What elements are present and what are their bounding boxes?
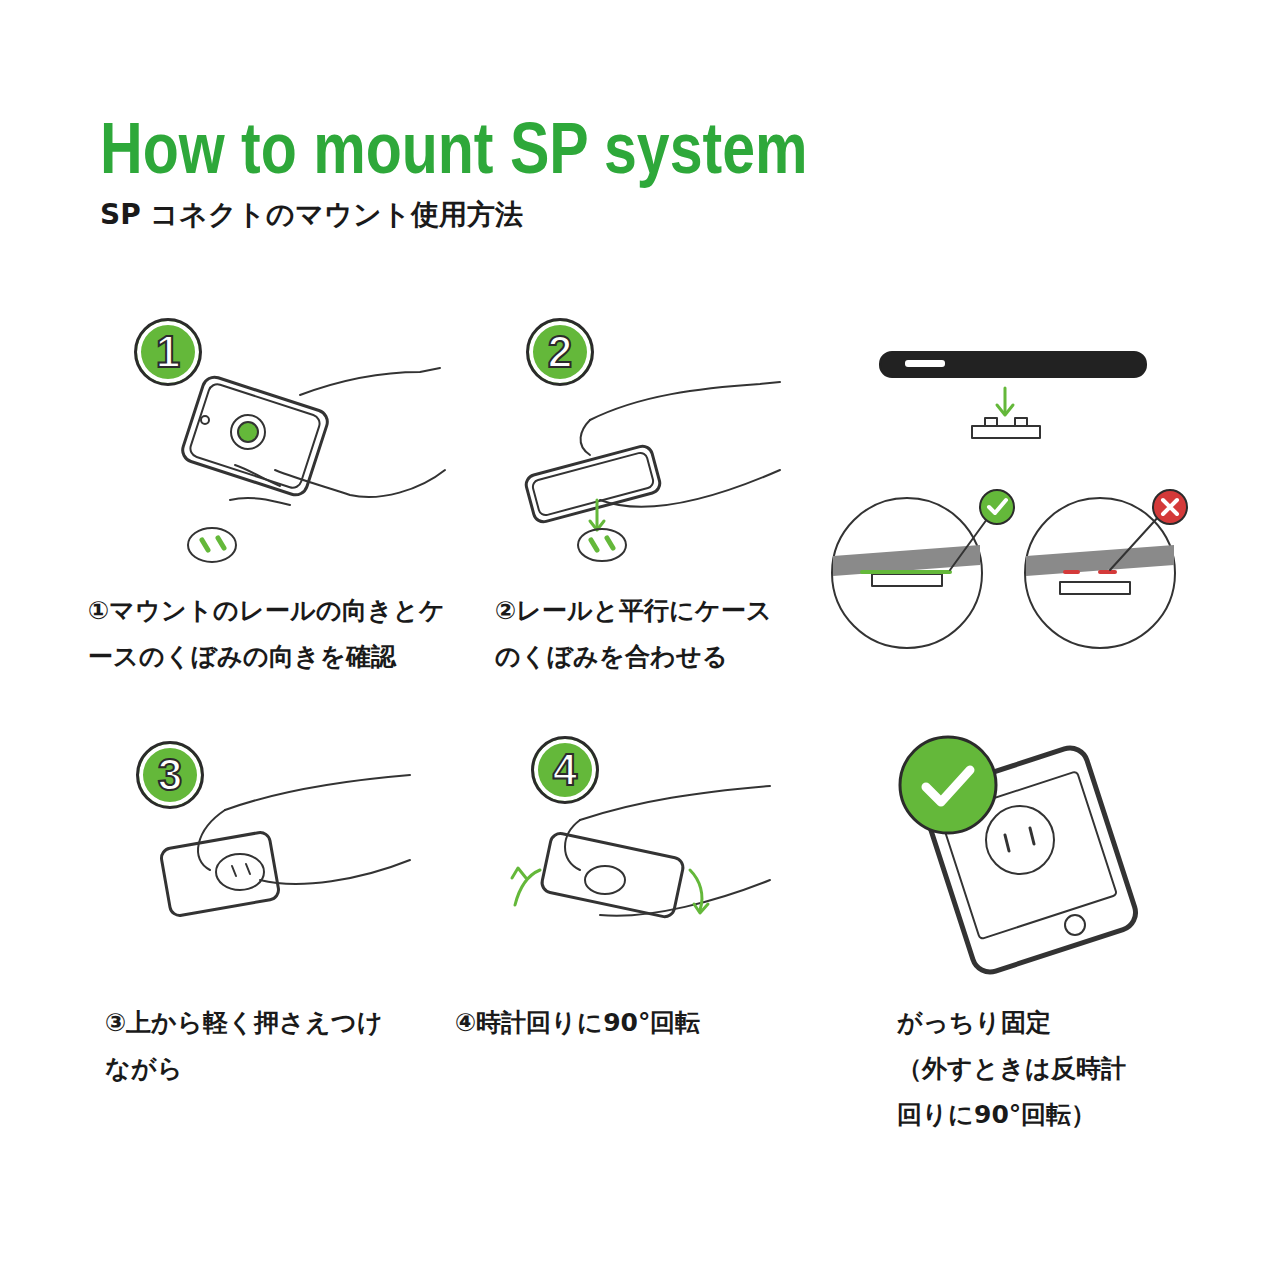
step4-figure	[512, 786, 770, 918]
step-number-circle: 4	[531, 736, 599, 804]
result-text: がっちり固定	[897, 1000, 1157, 1046]
side-view	[832, 352, 1187, 648]
step1-figure	[180, 368, 445, 562]
callout-number: 1	[156, 330, 180, 374]
step-number-circle: 2	[526, 318, 594, 386]
step-text: ③上から軽く押さえつけながら	[105, 1000, 390, 1092]
subtitle: SP コネクトのマウント使用方法	[100, 198, 523, 232]
final-figure	[900, 737, 1140, 977]
callout-number: 2	[548, 330, 572, 374]
title: How to mount SP system	[100, 112, 808, 184]
step-text: ②レールと平行にケースのくぼみを合わせる	[495, 588, 775, 680]
step-number-circle: 1	[134, 318, 202, 386]
step-number-circle: 3	[136, 741, 204, 809]
step-text: ①マウントのレールの向きとケースのくぼみの向きを確認	[88, 588, 448, 680]
callout-number: 4	[553, 748, 577, 792]
step2-figure	[524, 382, 780, 561]
step-text: ④時計回りに90°回転	[455, 1000, 775, 1046]
note-text: （外すときは反時計回りに90°回転）	[897, 1046, 1142, 1138]
step3-figure	[160, 775, 410, 917]
callout-number: 3	[158, 753, 182, 797]
